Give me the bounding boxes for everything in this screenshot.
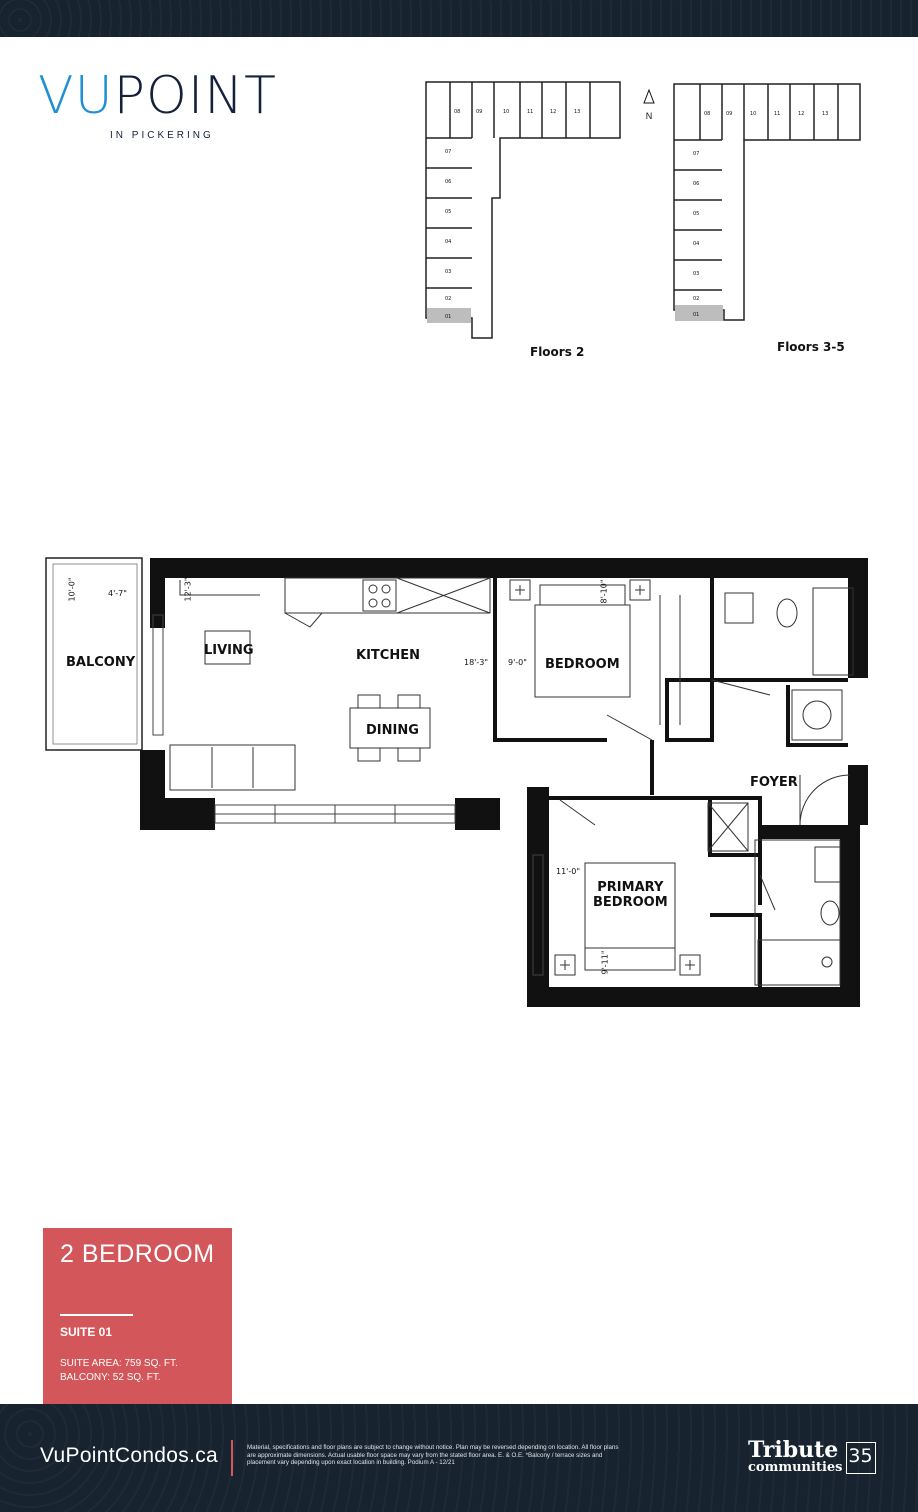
dim-bedroom-length: 8'-10" [599,579,609,604]
unit-01: 01 [445,314,451,320]
suite-area: SUITE AREA: 759 SQ. FT. [60,1358,178,1369]
unit-04: 04 [693,241,699,247]
years-badge: 35 [846,1442,876,1474]
dim-balcony-width: 10'-0" [67,577,77,602]
unit-02: 02 [445,296,451,302]
room-label-dining: DINING [366,723,419,738]
suite-number: SUITE 01 [60,1325,113,1339]
key-plan-floors-2: 08 09 10 11 12 13 07 06 05 04 03 02 01 [425,81,621,339]
suite-type: 2 BEDROOM [60,1240,215,1268]
dim-balcony-depth: 4'-7" [108,589,127,598]
unit-03: 03 [445,269,451,275]
unit-11: 11 [774,111,780,117]
room-label-primary-bedroom: PRIMARY BEDROOM [593,880,668,910]
unit-06: 06 [445,179,451,185]
suite-divider [60,1314,133,1316]
unit-09: 09 [476,109,482,115]
unit-10: 10 [750,111,756,117]
key-plan-label-b: Floors 3-5 [777,340,845,354]
room-label-foyer: FOYER [750,775,798,790]
website-link[interactable]: VuPointCondos.ca [40,1444,218,1467]
unit-04: 04 [445,239,451,245]
unit-06: 06 [693,181,699,187]
unit-09: 09 [726,111,732,117]
unit-12: 12 [550,109,556,115]
unit-12: 12 [798,111,804,117]
key-plan-label-a: Floors 2 [530,345,585,359]
unit-05: 05 [445,209,451,215]
unit-01: 01 [693,312,699,318]
top-band [0,0,918,37]
room-label-living: LIVING [204,643,254,658]
room-label-bedroom: BEDROOM [545,657,620,672]
unit-07: 07 [445,149,451,155]
unit-13: 13 [822,111,828,117]
unit-02: 02 [693,296,699,302]
unit-05: 05 [693,211,699,217]
unit-11: 11 [527,109,533,115]
floor-plan-drawing [45,557,868,1007]
dim-living-length: 18'-3" [464,658,489,667]
footer: VuPointCondos.ca Material, specification… [0,1404,918,1512]
suite-floor-plan: BALCONY LIVING KITCHEN DINING BEDROOM FO… [40,555,870,1010]
tribute-communities-logo: Tribute communities 35 [748,1438,888,1482]
key-plan-floors-3-5: 08 09 10 11 12 13 07 06 05 04 03 02 01 [673,83,861,321]
logo-wordmark: VUPOINT [38,66,277,126]
suite-balcony-area: BALCONY: 52 SQ. FT. [60,1372,161,1383]
north-arrow-icon: N [643,88,655,121]
unit-13: 13 [574,109,580,115]
unit-07: 07 [693,151,699,157]
room-label-balcony: BALCONY [66,655,136,670]
vupoint-logo: VUPOINT IN PICKERING [38,70,308,145]
legal-disclaimer: Material, specifications and floor plans… [247,1444,619,1467]
dim-bedroom-width: 9'-0" [508,658,527,667]
unit-03: 03 [693,271,699,277]
unit-08: 08 [704,111,710,117]
dim-primary-length: 9'-11" [600,950,610,975]
suite-info-card: 2 BEDROOM SUITE 01 SUITE AREA: 759 SQ. F… [43,1228,232,1405]
logo-subtitle: IN PICKERING [110,130,214,141]
footer-divider [231,1440,233,1476]
unit-10: 10 [503,109,509,115]
room-label-kitchen: KITCHEN [356,648,420,663]
dim-living-width: 12'-3" [183,577,193,602]
unit-08: 08 [454,109,460,115]
dim-primary-width: 11'-0" [556,867,581,876]
